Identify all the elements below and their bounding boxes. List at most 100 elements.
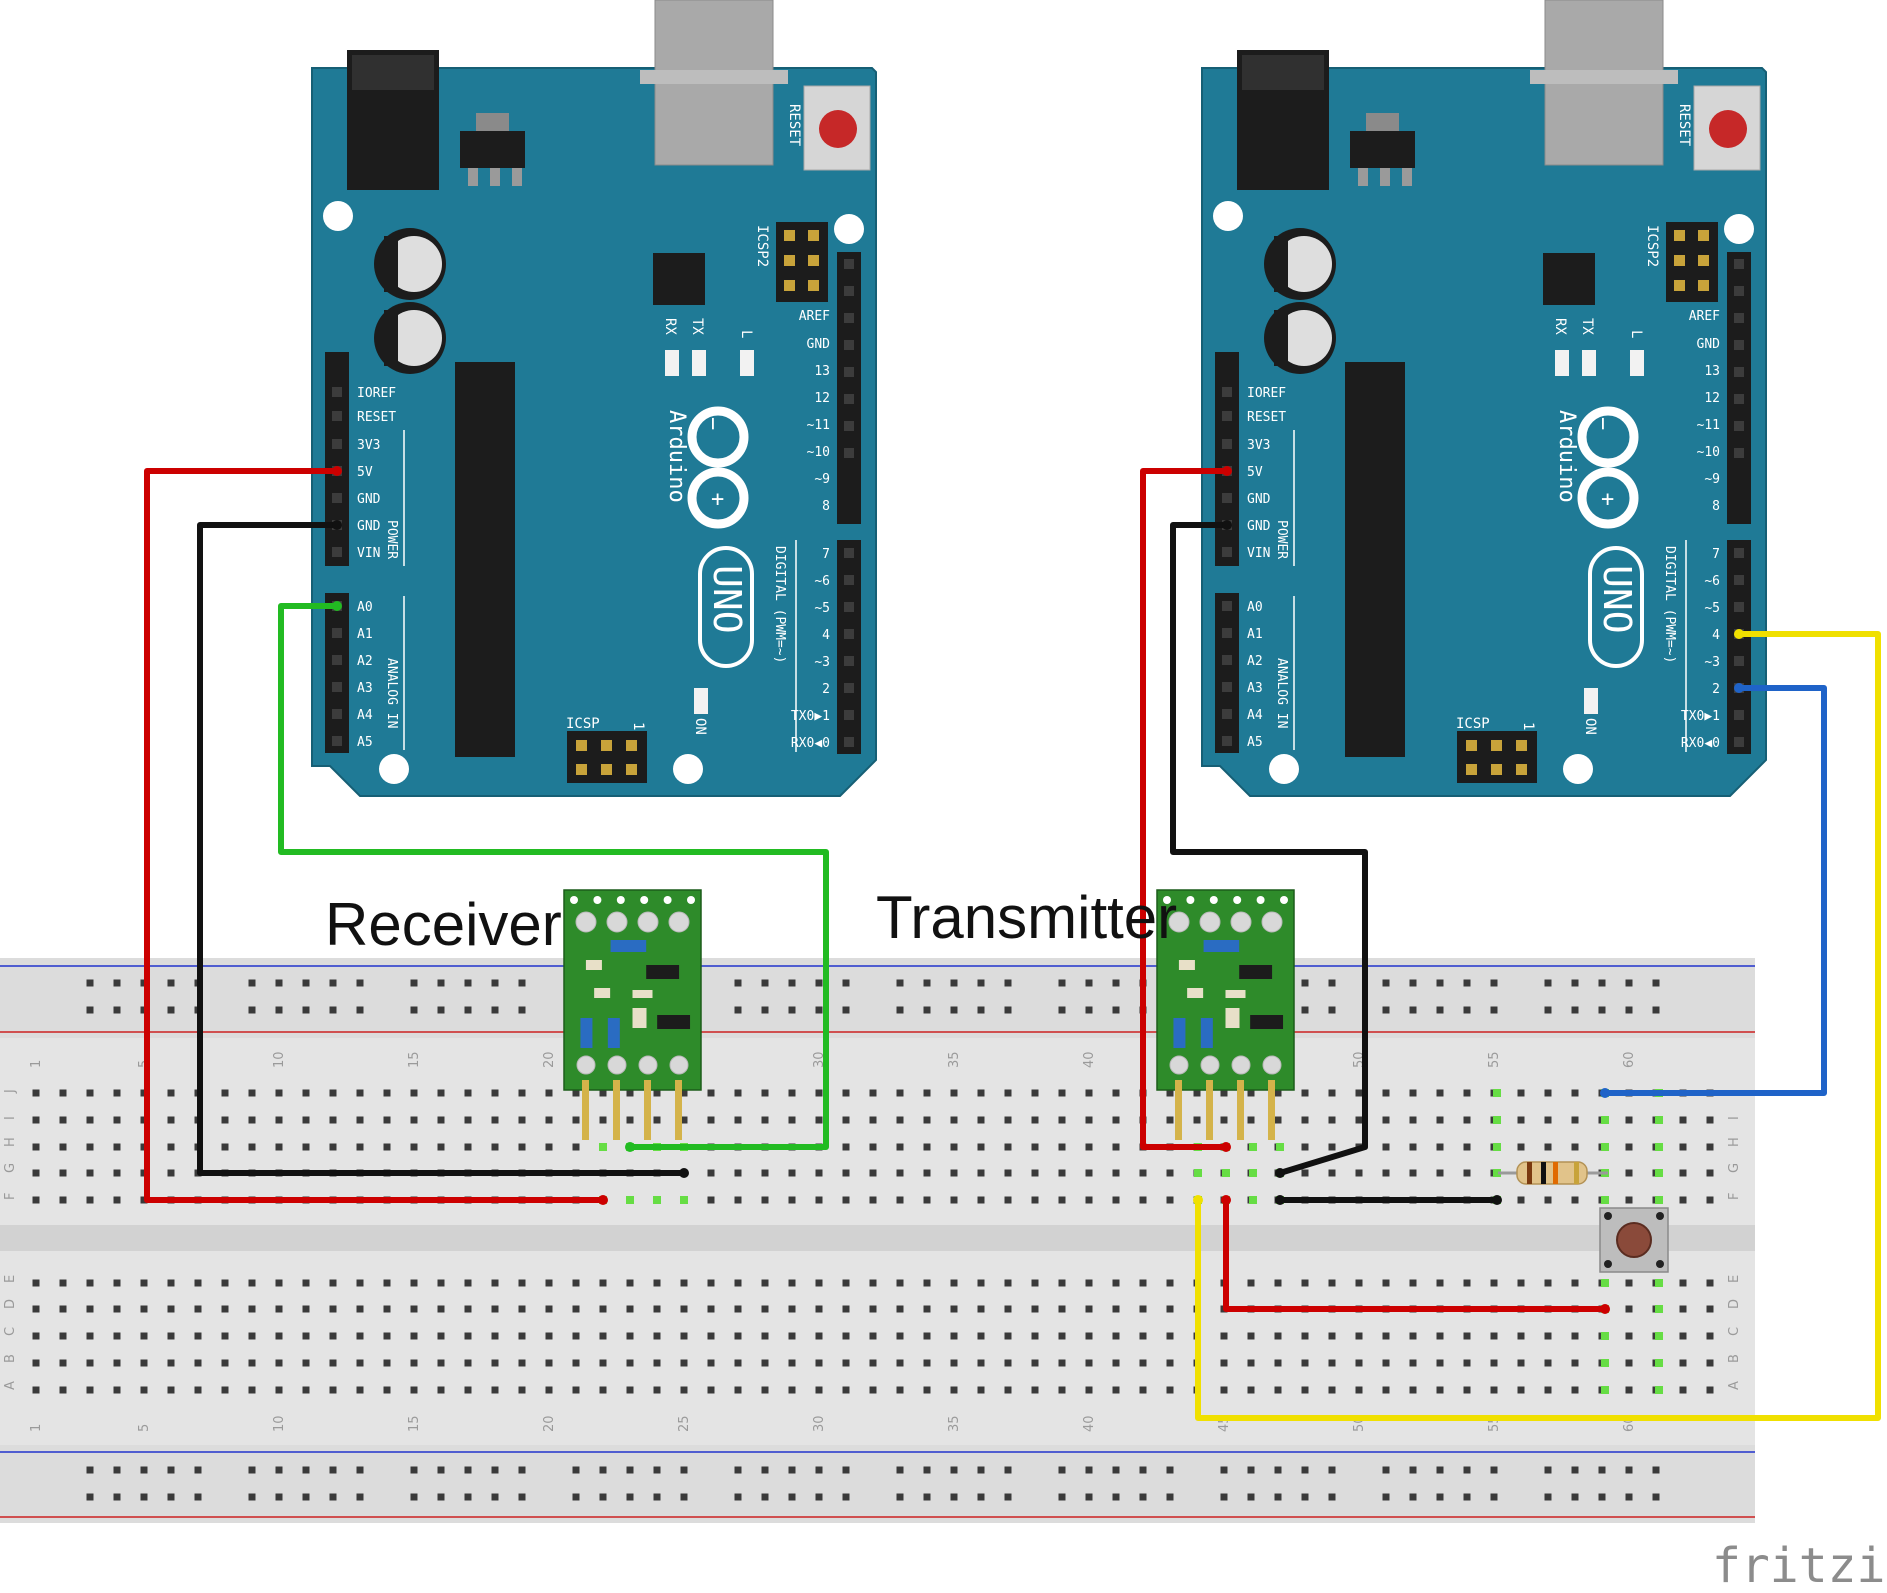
breadboard-hole [734, 1386, 742, 1394]
breadboard-hole [1544, 1143, 1552, 1151]
rail-hole [194, 1493, 202, 1501]
breadboard-hole [113, 1332, 121, 1340]
breadboard-hole [1031, 1279, 1039, 1287]
breadboard-hole [1679, 1116, 1687, 1124]
rail-hole [1544, 1493, 1552, 1501]
module-pad [669, 1055, 689, 1075]
digital-pin-label: TX0▶1 [791, 709, 830, 724]
breadboard-hole [707, 1116, 715, 1124]
column-number-top: 10 [272, 1051, 287, 1068]
rail-hole [302, 1006, 310, 1014]
digital-pin-label: 13 [814, 364, 830, 379]
icsp2-pin [784, 255, 795, 266]
breadboard-hole [32, 1143, 40, 1151]
module-hole [593, 896, 602, 904]
breadboard-hole [1517, 1116, 1525, 1124]
connected-hole [1194, 1169, 1202, 1177]
connected-hole [1601, 1196, 1609, 1204]
breadboard-hole [194, 1386, 202, 1394]
breadboard-hole [1463, 1332, 1471, 1340]
breadboard-hole [599, 1279, 607, 1287]
rail-hole [464, 1466, 472, 1474]
breadboard-hole [1679, 1279, 1687, 1287]
row-letter-left: J [3, 1089, 18, 1094]
header-pin [844, 367, 854, 377]
breadboard-hole [518, 1116, 526, 1124]
rail-hole [491, 979, 499, 987]
rail-hole [923, 1466, 931, 1474]
header-pin [1734, 448, 1744, 458]
rail-hole [437, 1006, 445, 1014]
breadboard-hole [923, 1089, 931, 1097]
breadboard-hole [1706, 1196, 1714, 1204]
breadboard-hole [1004, 1196, 1012, 1204]
breadboard-hole [1031, 1359, 1039, 1367]
digital-pin-label: 8 [822, 499, 830, 514]
breadboard-hole [1112, 1169, 1120, 1177]
breadboard-hole [1625, 1116, 1633, 1124]
icsp-pin1-label: 1 [1520, 722, 1536, 730]
breadboard-hole [923, 1279, 931, 1287]
mounting-hole [673, 754, 703, 784]
breadboard-hole [599, 1305, 607, 1313]
rail-hole [977, 1006, 985, 1014]
rail-hole [410, 979, 418, 987]
analog-section-label: ANALOG IN [1274, 658, 1289, 728]
rail-hole [86, 979, 94, 987]
power-pin-label: RESET [357, 410, 396, 425]
rail-hole [1436, 979, 1444, 987]
header-pin [844, 602, 854, 612]
rail-hole [680, 1466, 688, 1474]
rail-hole [113, 1493, 121, 1501]
wire-button-signal [1602, 685, 1827, 1096]
module-pad [606, 911, 628, 933]
rail-hole [356, 1006, 364, 1014]
breadboard-hole [86, 1116, 94, 1124]
breadboard-hole [1625, 1169, 1633, 1177]
arduino-logo-plus: + [711, 487, 724, 512]
connected-hole [1493, 1116, 1501, 1124]
breadboard-hole [491, 1089, 499, 1097]
breadboard-hole [1112, 1359, 1120, 1367]
row-letter-left: E [3, 1275, 18, 1283]
breadboard-hole [1301, 1116, 1309, 1124]
breadboard-hole [275, 1305, 283, 1313]
module-pin [582, 1080, 589, 1140]
breadboard-hole [1517, 1332, 1525, 1340]
power-header [325, 352, 349, 566]
breadboard-hole [329, 1089, 337, 1097]
breadboard-hole [140, 1332, 148, 1340]
breadboard-hole [1058, 1305, 1066, 1313]
breadboard-hole [896, 1089, 904, 1097]
breadboard-hole [896, 1143, 904, 1151]
breadboard-hole [383, 1089, 391, 1097]
breadboard-hole [1004, 1386, 1012, 1394]
digital-pin-label: RX0◀0 [1681, 736, 1720, 751]
breadboard-hole [302, 1279, 310, 1287]
breadboard-hole [788, 1359, 796, 1367]
breadboard-hole [896, 1332, 904, 1340]
breadboard-hole [1625, 1196, 1633, 1204]
breadboard-hole [221, 1089, 229, 1097]
breadboard-hole [1355, 1359, 1363, 1367]
breadboard-hole [950, 1279, 958, 1287]
breadboard-hole [1328, 1386, 1336, 1394]
on-led [1584, 688, 1598, 714]
arduino-logo-plus: + [1601, 487, 1614, 512]
column-number-bottom: 30 [812, 1415, 827, 1432]
breadboard-hole [761, 1089, 769, 1097]
digital-pin-label: ~9 [814, 472, 830, 487]
rail-hole [1301, 1493, 1309, 1501]
icsp-pin [576, 764, 587, 775]
rail-hole [1598, 1006, 1606, 1014]
breadboard-hole [1463, 1143, 1471, 1151]
breadboard-hole [1058, 1332, 1066, 1340]
breadboard-hole [167, 1089, 175, 1097]
rf-transmitter-module [1156, 889, 1295, 1140]
rail-hole [518, 1493, 526, 1501]
breadboard-hole [1220, 1359, 1228, 1367]
header-pin [332, 387, 342, 397]
breadboard-hole [788, 1279, 796, 1287]
rail-hole [1220, 1493, 1228, 1501]
